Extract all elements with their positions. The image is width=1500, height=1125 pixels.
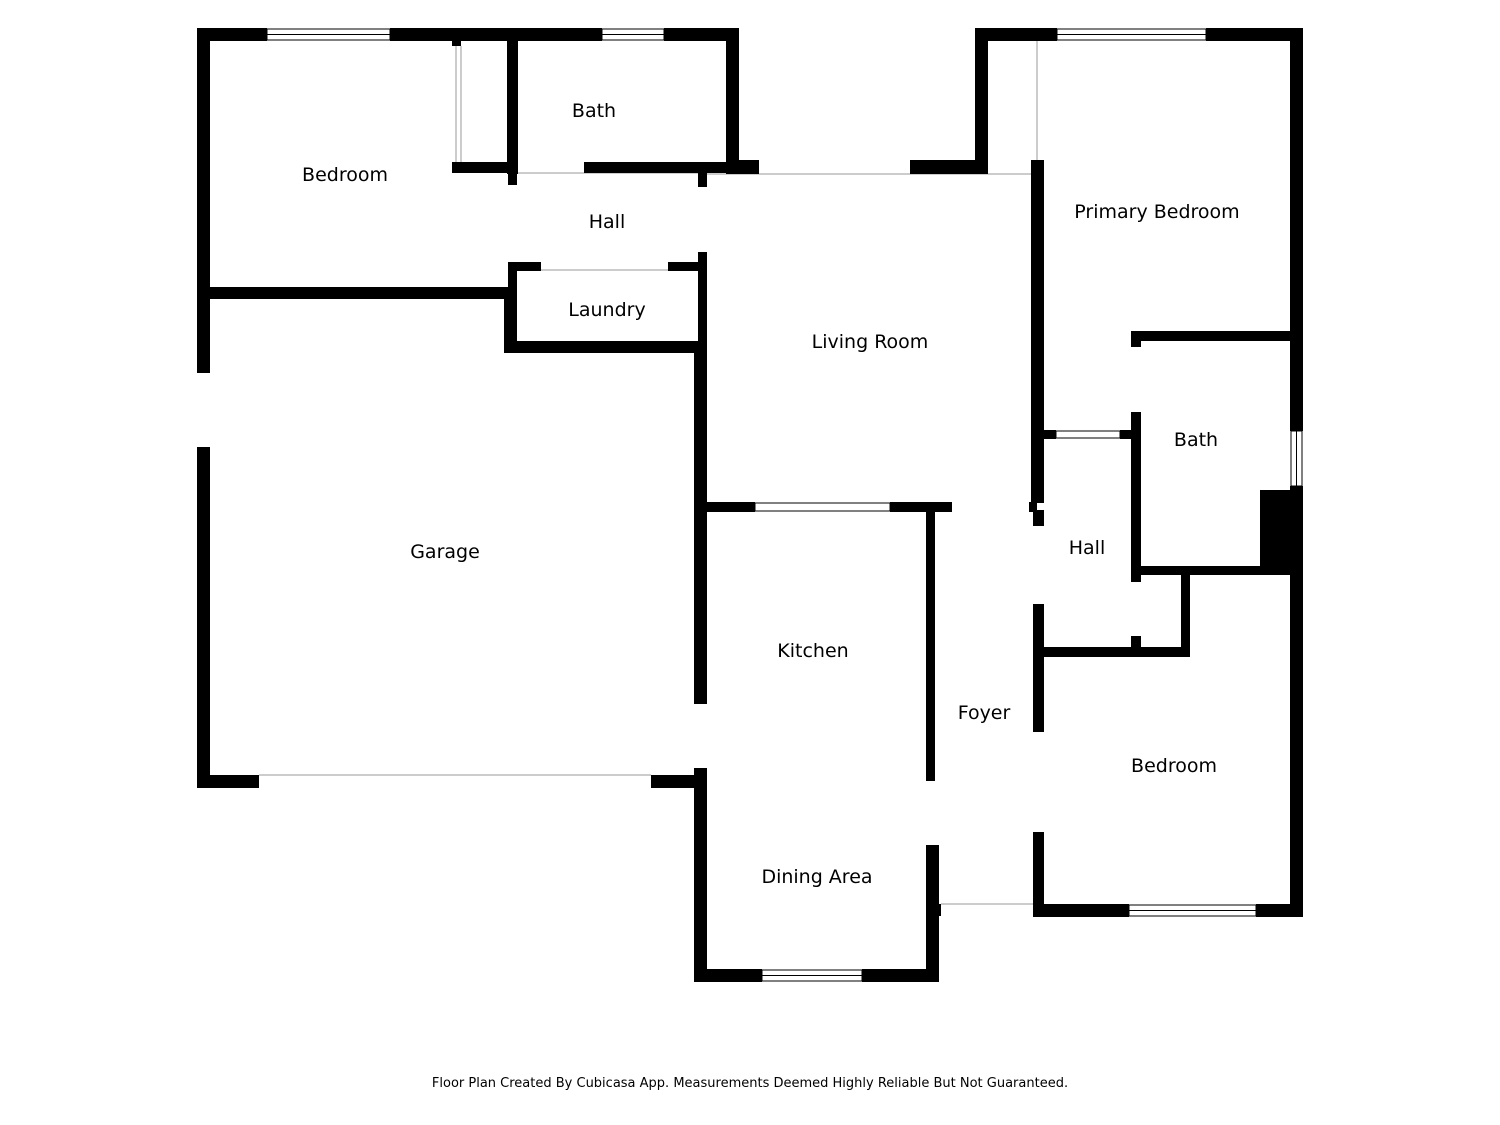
room-label-bath-east: Bath: [1174, 429, 1218, 451]
room-label-bedroom-se: Bedroom: [1131, 755, 1217, 777]
room-label-bath-north: Bath: [572, 100, 616, 122]
room-label-living-room: Living Room: [812, 331, 929, 353]
room-label-laundry: Laundry: [568, 299, 645, 321]
room-label-dining-area: Dining Area: [761, 866, 872, 888]
room-label-hall-north: Hall: [589, 211, 626, 233]
door-openings: [259, 40, 1038, 905]
footer-disclaimer: Floor Plan Created By Cubicasa App. Meas…: [431, 1076, 1069, 1091]
room-label-kitchen: Kitchen: [777, 640, 848, 662]
windows: [266, 28, 1303, 982]
room-label-garage: Garage: [410, 541, 480, 563]
room-label-foyer: Foyer: [958, 702, 1011, 724]
room-label-primary-bedroom: Primary Bedroom: [1074, 201, 1239, 223]
room-label-hall-east: Hall: [1069, 537, 1106, 559]
room-labels: Bedroom Bath Hall Laundry Garage Living …: [302, 100, 1240, 888]
room-label-bedroom-nw: Bedroom: [302, 164, 388, 186]
walls: [197, 28, 1303, 982]
